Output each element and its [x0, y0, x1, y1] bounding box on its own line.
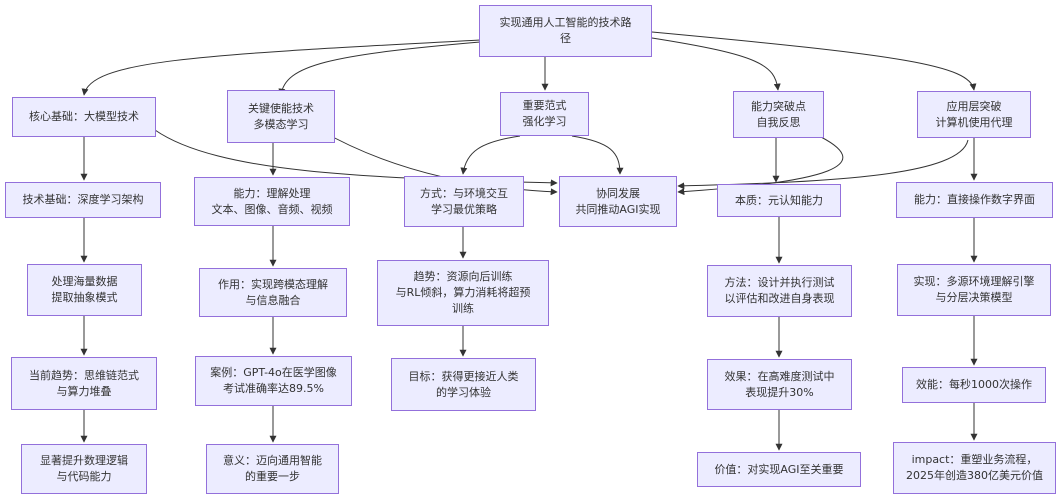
node-multimodal: 关键使能技术 多模态学习 [227, 90, 335, 143]
node-sr-method-label: 方法：设计并执行测试 以评估和改进自身表现 [724, 276, 835, 305]
node-mm-significance: 意义：迈向通用智能 的重要一步 [206, 444, 339, 494]
node-logic-code: 显著提升数理逻辑 与代码能力 [21, 444, 147, 494]
node-sr-effect: 效果：在高难度测试中 表现提升30% [707, 359, 852, 410]
node-cua-capability-label: 能力：直接操作数字界面 [914, 193, 1035, 206]
node-mm-function: 作用：实现跨模态理解 与信息融合 [199, 268, 347, 317]
node-cua-capability: 能力：直接操作数字界面 [896, 182, 1053, 218]
node-metacognition: 本质：元认知能力 [717, 184, 841, 217]
node-rl-trend-label: 趋势：资源向后训练 与RL倾斜，算力消耗将超预 训练 [395, 270, 531, 315]
node-self-reflection: 能力突破点 自我反思 [733, 91, 824, 138]
node-rl-method-label: 方式：与环境交互 学习最优策略 [420, 186, 508, 216]
node-sr-method: 方法：设计并执行测试 以评估和改进自身表现 [707, 265, 852, 317]
node-mm-capability: 能力：理解处理 文本、图像、音频、视频 [194, 177, 350, 226]
node-mm-function-label: 作用：实现跨模态理解 与信息融合 [218, 277, 328, 307]
node-deep-learning-arch: 技术基础：深度学习架构 [5, 182, 161, 218]
node-core-foundation-label: 核心基础：大模型技术 [29, 110, 139, 123]
node-metacognition-label: 本质：元认知能力 [735, 193, 823, 207]
edge-b0-center [319, 129, 558, 196]
edge-root-e0 [651, 31, 977, 91]
node-cua-implementation-label: 实现：多源环境理解引擎 与分层决策模型 [913, 275, 1035, 304]
node-cot-trend: 当前趋势：思维链范式 与算力堆叠 [11, 357, 157, 410]
node-synergy-center-label: 协同发展 共同推动AGI实现 [575, 186, 661, 216]
node-rl-method: 方式：与环境交互 学习最优策略 [404, 176, 524, 227]
node-sr-value-label: 价值：对实现AGI至关重要 [714, 462, 844, 476]
node-rl-goal: 目标：获得更接近人类 的学习体验 [391, 358, 536, 411]
node-multimodal-label: 关键使能技术 多模态学习 [248, 101, 314, 131]
node-root: 实现通用人工智能的技术路 径 [479, 5, 652, 57]
node-computer-use-agent-label: 应用层突破 计算机使用代理 [935, 99, 1013, 129]
node-sr-effect-label: 效果：在高难度测试中 表现提升30% [724, 369, 835, 399]
node-rl-trend: 趋势：资源向后训练 与RL倾斜，算力消耗将超预 训练 [377, 260, 549, 326]
node-massive-data-label: 处理海量数据 提取抽象模式 [51, 275, 118, 304]
node-cua-efficiency-label: 效能：每秒1000次操作 [916, 378, 1032, 391]
edge-root-d0 [651, 37, 781, 91]
node-self-reflection-label: 能力突破点 自我反思 [751, 99, 806, 129]
node-mm-capability-label: 能力：理解处理 文本、图像、音频、视频 [211, 186, 333, 216]
edge-e0-center [677, 139, 969, 190]
edge-root-b0 [278, 41, 481, 96]
node-root-label: 实现通用人工智能的技术路 径 [499, 16, 632, 45]
node-reinforcement: 重要范式 强化学习 [500, 92, 589, 136]
node-massive-data: 处理海量数据 提取抽象模式 [27, 264, 142, 316]
node-computer-use-agent: 应用层突破 计算机使用代理 [917, 91, 1031, 138]
node-cua-impact: impact：重塑业务流程， 2025年创造380亿美元价值 [893, 442, 1056, 494]
node-mm-case-label: 案例：GPT-4o在医学图像 考试准确率达89.5% [210, 366, 337, 395]
node-cua-implementation: 实现：多源环境理解引擎 与分层决策模型 [897, 264, 1051, 316]
node-cua-efficiency: 效能：每秒1000次操作 [902, 367, 1046, 403]
node-core-foundation: 核心基础：大模型技术 [12, 97, 156, 137]
edge-c0-center [571, 135, 624, 175]
edge-root-a0 [81, 39, 481, 96]
node-cot-trend-label: 当前趋势：思维链范式 与算力堆叠 [29, 368, 139, 398]
node-logic-code-label: 显著提升数理逻辑 与代码能力 [40, 454, 128, 483]
node-synergy-center: 协同发展 共同推动AGI实现 [559, 176, 677, 227]
node-rl-goal-label: 目标：获得更接近人类 的学习体验 [408, 369, 519, 399]
node-mm-significance-label: 意义：迈向通用智能 的重要一步 [223, 454, 322, 483]
node-mm-case: 案例：GPT-4o在医学图像 考试准确率达89.5% [195, 356, 352, 406]
node-sr-value: 价值：对实现AGI至关重要 [697, 452, 861, 487]
node-deep-learning-arch-label: 技术基础：深度学习架构 [22, 193, 144, 206]
edge-c0-c1 [460, 135, 521, 175]
node-reinforcement-label: 重要范式 强化学习 [522, 99, 567, 128]
node-cua-impact-label: impact：重塑业务流程， 2025年创造380亿美元价值 [906, 453, 1043, 482]
